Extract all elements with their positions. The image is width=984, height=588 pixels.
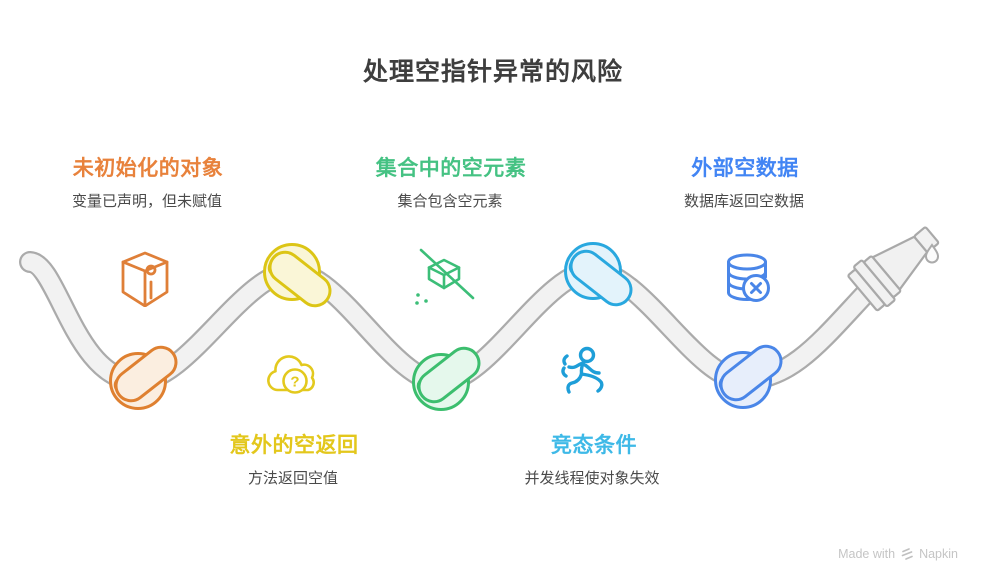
box-crossed-icon	[415, 248, 475, 305]
item-subtitle: 并发线程使对象失效	[524, 470, 660, 487]
made-with-napkin: Made with Napkin	[838, 547, 958, 561]
item-title: 集合中的空元素	[375, 157, 527, 180]
item-subtitle: 数据库返回空数据	[683, 193, 805, 210]
brand-label: Napkin	[919, 547, 958, 561]
knot-unexpected-null-return	[263, 243, 332, 308]
svg-text:?: ?	[290, 374, 299, 391]
knot-race-condition	[564, 242, 633, 307]
knot-uninitialized-object	[109, 345, 178, 410]
item-title: 竞态条件	[551, 434, 637, 457]
item-title: 未初始化的对象	[72, 157, 224, 180]
box-3d-icon	[121, 251, 169, 307]
item-subtitle: 方法返回空值	[247, 470, 339, 487]
item-title: 意外的空返回	[229, 434, 359, 457]
cloud-question-icon: ?	[267, 355, 315, 394]
database-error-icon	[727, 253, 770, 302]
page-title: 处理空指针异常的风险	[362, 58, 624, 86]
item-subtitle: 集合包含空元素	[397, 193, 503, 210]
item-subtitle: 变量已声明，但未赋值	[71, 193, 223, 210]
water-drop-icon	[924, 243, 940, 264]
knot-null-in-collection	[412, 346, 481, 411]
item-title: 外部空数据	[691, 157, 799, 180]
made-with-label: Made with	[838, 547, 896, 561]
knot-external-null-data	[714, 344, 783, 409]
runner-icon	[561, 346, 604, 394]
napkin-logo-icon	[901, 548, 913, 560]
